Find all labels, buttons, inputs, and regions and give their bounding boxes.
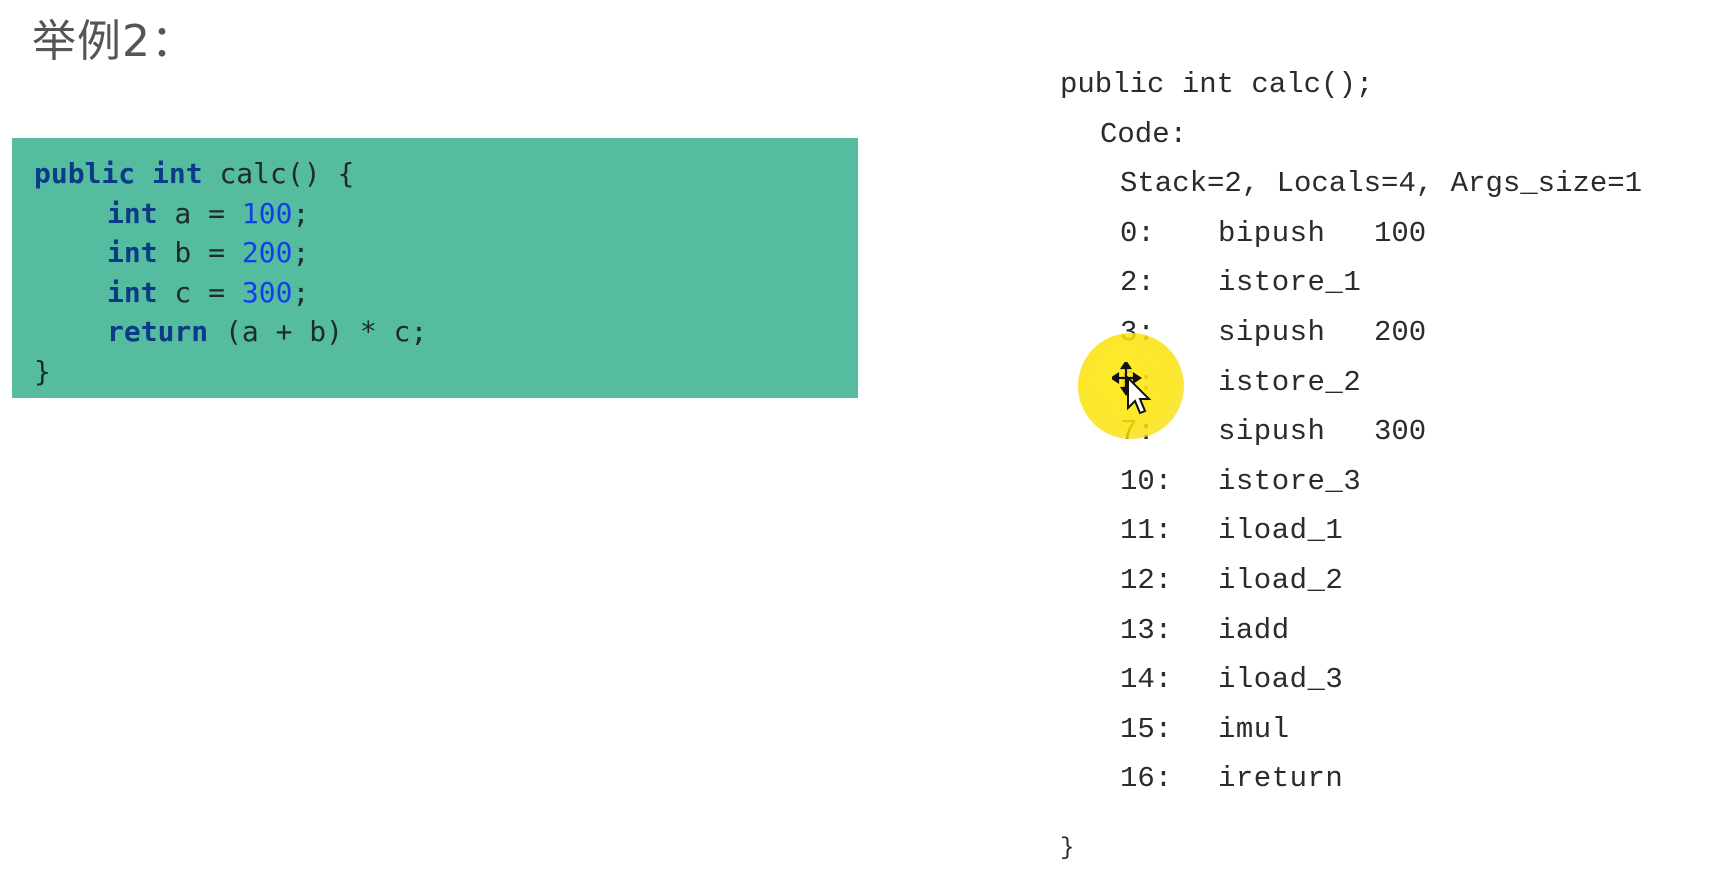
source-line-int-a: int a = 100; — [34, 194, 858, 234]
number-literal: 300 — [241, 275, 293, 309]
keyword-int: int — [152, 157, 203, 190]
semicolon: ; — [292, 236, 310, 269]
instruction-offset: 15: — [1120, 712, 1173, 746]
instruction-operand: 100 — [1374, 216, 1427, 250]
keyword-int: int — [107, 196, 158, 230]
instruction-offset: 2: — [1120, 266, 1155, 300]
assignment-text: b = — [157, 236, 242, 269]
instruction-operand: 300 — [1374, 415, 1427, 449]
semicolon: ; — [292, 275, 310, 309]
source-line-int-c: int c = 300; — [34, 273, 858, 313]
source-line-return: return (a + b) * c; — [34, 312, 858, 352]
return-expression: (a + b) * c; — [208, 315, 428, 348]
bytecode-closing-brace: } — [1060, 835, 1075, 862]
keyword-int: int — [107, 236, 158, 269]
instruction-opcode: istore_3 — [1218, 464, 1362, 498]
bytecode-stack-info: Stack=2, Locals=4, Args_size=1 — [1120, 167, 1643, 201]
instruction-offset: 10: — [1120, 464, 1173, 498]
instruction-offset: 12: — [1120, 564, 1173, 597]
closing-brace: } — [34, 354, 51, 388]
instruction-opcode: ireturn — [1218, 762, 1344, 796]
bytecode-method-signature: public int calc(); — [1060, 68, 1374, 101]
keyword-int: int — [107, 275, 158, 309]
instruction-opcode: istore_1 — [1218, 266, 1362, 300]
source-line-closing-brace: } — [34, 352, 858, 392]
instruction-opcode: sipush — [1218, 415, 1326, 449]
instruction-opcode: iload_2 — [1218, 564, 1344, 597]
source-line-signature: public int calc() { — [34, 154, 858, 194]
bytecode-code-label: Code: — [1100, 117, 1188, 151]
semicolon: ; — [292, 196, 310, 230]
keyword-return: return — [107, 315, 209, 348]
number-literal: 200 — [241, 236, 293, 269]
instruction-opcode: iadd — [1218, 613, 1290, 647]
instruction-opcode: imul — [1218, 712, 1290, 746]
instruction-offset: 13: — [1120, 613, 1173, 647]
instruction-opcode: sipush — [1218, 316, 1326, 349]
assignment-text: a = — [157, 196, 242, 230]
instruction-opcode: bipush — [1218, 216, 1326, 250]
instruction-opcode: istore_2 — [1218, 365, 1362, 399]
instruction-opcode: iload_3 — [1218, 663, 1344, 697]
source-line-int-b: int b = 200; — [34, 233, 858, 273]
slide-title: 举例2： — [32, 16, 196, 67]
assignment-text: c = — [157, 275, 242, 309]
instruction-offset: 11: — [1120, 514, 1173, 548]
instruction-operand: 200 — [1374, 316, 1427, 349]
keyword-public: public — [34, 157, 136, 190]
number-literal: 100 — [241, 196, 293, 230]
instruction-opcode: iload_1 — [1218, 514, 1344, 548]
method-declaration: calc() { — [202, 157, 355, 190]
instruction-offset: 14: — [1120, 663, 1173, 697]
instruction-offset: 0: — [1120, 216, 1155, 250]
move-cursor-icon — [1112, 362, 1152, 415]
instruction-offset: 16: — [1120, 762, 1173, 796]
java-source-panel: public int calc() { int a = 100; int b =… — [12, 138, 858, 398]
